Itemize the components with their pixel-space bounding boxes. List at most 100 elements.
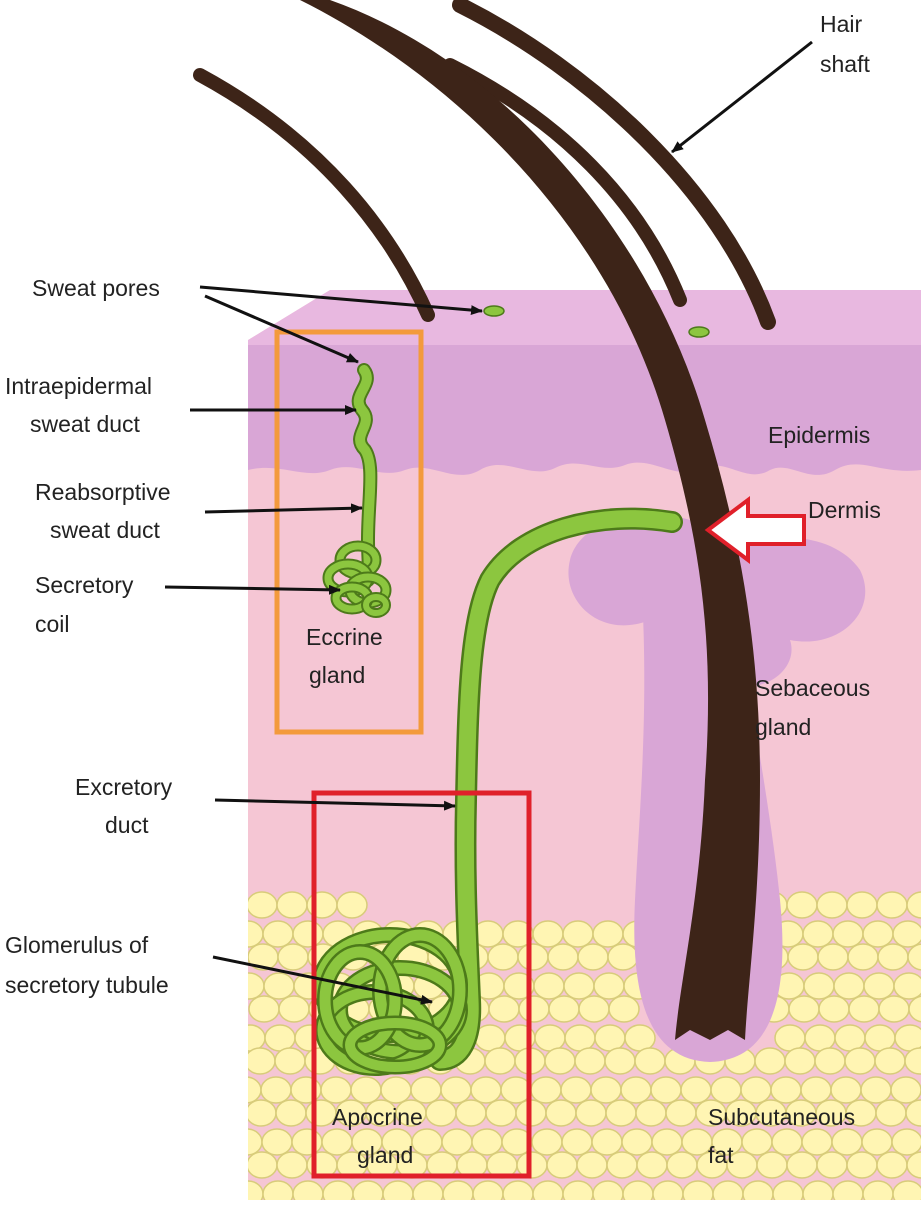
hair-shaft-small-right [452, 0, 776, 330]
fat-cell [336, 891, 368, 919]
apocrine-gland-box [311, 790, 532, 1179]
fat-cell [264, 1024, 296, 1052]
fat-cell [904, 1047, 921, 1075]
fat-cell [530, 1076, 562, 1104]
secretory-coil-arrow [164, 584, 341, 595]
secretory-coil [322, 540, 392, 618]
fat-cell [800, 1076, 832, 1104]
label-glomerulus-line2: secretory tubule [5, 972, 169, 998]
fat-cell [788, 995, 820, 1023]
fat-cell [577, 943, 609, 971]
fat-cell [533, 972, 565, 1000]
fat-cell [248, 1180, 264, 1200]
fat-cell [578, 995, 610, 1023]
fat-cell [906, 891, 921, 919]
fat-cell [321, 1128, 353, 1156]
fat-cell [606, 1151, 638, 1179]
label-reabsorptive-line1: Reabsorptive [35, 479, 171, 505]
fat-cell [892, 1180, 921, 1200]
fat-cell [532, 920, 564, 948]
fat-cell [864, 1024, 896, 1052]
fat-cell [455, 1099, 487, 1127]
fat-cell [440, 1076, 472, 1104]
fat-cell [635, 1099, 667, 1127]
fat-cell [680, 1076, 712, 1104]
fat-cell [517, 943, 549, 971]
epidermis-layer [248, 345, 921, 475]
fat-cell [846, 891, 878, 919]
fat-cell [802, 1180, 834, 1200]
fat-cell [441, 1128, 473, 1156]
fat-cell [770, 1076, 802, 1104]
fat-cell [844, 1047, 876, 1075]
fat-cell [874, 1047, 906, 1075]
fat-cell [442, 1180, 474, 1200]
fat-cell [352, 1180, 384, 1200]
fat-cell [891, 1128, 921, 1156]
fat-cell [622, 1180, 654, 1200]
eccrine-gland-box [274, 329, 424, 735]
fat-cell [502, 1180, 534, 1200]
fat-cell [651, 1128, 683, 1156]
fat-cell [862, 920, 894, 948]
fat-cell [564, 1024, 596, 1052]
text-labels: Hair shaft Sweat pores Intraepidermal sw… [5, 11, 881, 1168]
fat-cell [425, 1099, 457, 1127]
fat-cell [803, 972, 835, 1000]
label-glomerulus-line1: Glomerulus of [5, 932, 149, 958]
label-intraepidermal-line1: Intraepidermal [5, 373, 152, 399]
fat-cell [848, 995, 880, 1023]
fat-cell [756, 1151, 788, 1179]
fat-cell [906, 1151, 921, 1179]
fat-cell [410, 1076, 442, 1104]
excretory-arrow [214, 798, 456, 811]
fat-cell [275, 1099, 307, 1127]
fat-cell [531, 1128, 563, 1156]
fat-cell [666, 1151, 698, 1179]
label-subcutaneous-line2: fat [708, 1142, 734, 1168]
fat-cell [816, 1151, 848, 1179]
fat-cell [248, 1024, 266, 1052]
fat-cell [863, 972, 895, 1000]
fat-cell [488, 995, 520, 1023]
label-dermis: Dermis [808, 497, 881, 523]
fat-cell [518, 995, 550, 1023]
fat-cell [636, 1151, 668, 1179]
fat-cell [878, 995, 910, 1023]
glomerulus-arrow [212, 955, 433, 1005]
fat-cell [814, 1047, 846, 1075]
reabsorptive-arrow [204, 503, 363, 514]
fat-cell [248, 1128, 263, 1156]
fat-cell [382, 1180, 414, 1200]
fat-cell [774, 1024, 806, 1052]
fat-cell [561, 1128, 593, 1156]
fat-cell [834, 1024, 866, 1052]
glomerulus [312, 927, 468, 1076]
fat-cell [248, 891, 278, 919]
fat-cell [712, 1180, 744, 1200]
fat-cell [574, 1047, 606, 1075]
hair-shaft-arrow [671, 40, 813, 154]
fat-cell [847, 943, 879, 971]
fat-cell [562, 920, 594, 948]
fat-cell [544, 1047, 576, 1075]
fat-cell [274, 1047, 306, 1075]
fat-cell [412, 1180, 444, 1200]
fat-cell [907, 943, 921, 971]
fat-cell [754, 1047, 786, 1075]
fat-cell [276, 1151, 308, 1179]
fat-cell [682, 1180, 714, 1200]
fat-cell [876, 1151, 908, 1179]
fat-cell [546, 1151, 578, 1179]
fat-cell [831, 1128, 863, 1156]
fat-cell [786, 891, 818, 919]
fat-cell [710, 1076, 742, 1104]
fat-cell [276, 891, 308, 919]
fat-cell [802, 920, 834, 948]
sweat-pore-1 [483, 305, 505, 317]
fat-cell [908, 995, 921, 1023]
fat-cell [532, 1180, 564, 1200]
fat-cell [248, 920, 264, 948]
fat-cell [592, 920, 624, 948]
fat-cell [608, 995, 640, 1023]
